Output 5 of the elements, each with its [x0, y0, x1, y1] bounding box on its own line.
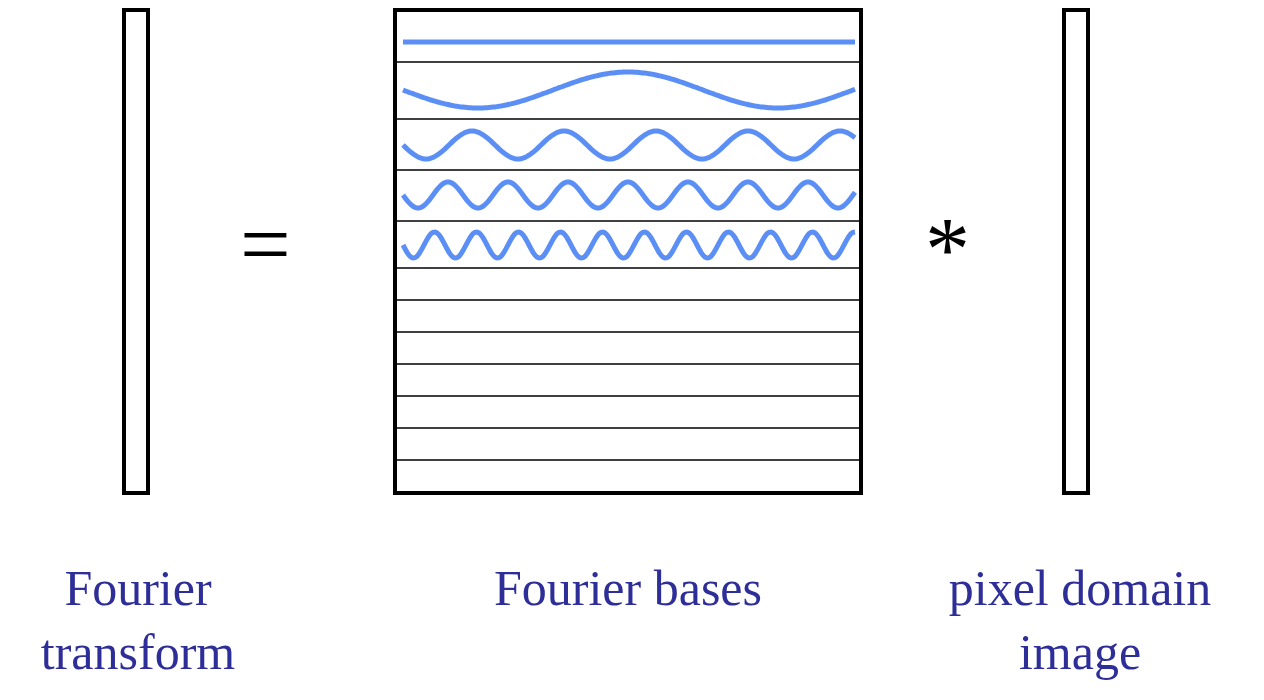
- node-label: Fourier transform: [39, 559, 237, 682]
- math-symbol: =: [240, 200, 291, 290]
- math-symbol: *: [925, 205, 970, 295]
- node-label: pixel domain image: [947, 559, 1213, 682]
- node-label: Fourier bases: [493, 559, 763, 618]
